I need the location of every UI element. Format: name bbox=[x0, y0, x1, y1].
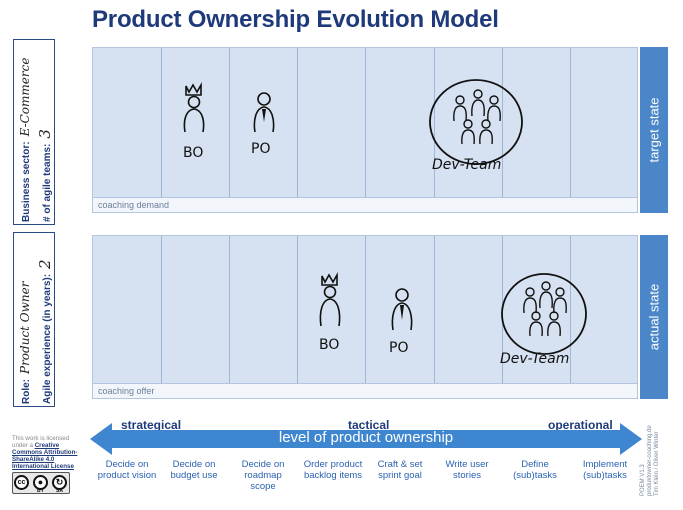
experience-value: 2 bbox=[36, 259, 54, 269]
business-sector-label: Business sector: bbox=[21, 141, 32, 222]
step-backlog-items: Order product backlog items bbox=[303, 459, 363, 481]
po-label-actual: PO bbox=[389, 340, 408, 356]
license-text: This work is licensed under a Creative C… bbox=[12, 435, 86, 470]
experience-line: Agile experience (in years): 2 bbox=[36, 259, 54, 404]
version-credit: POEM V1.3 produktowner-coaching.de Tim K… bbox=[640, 425, 661, 496]
coaching-demand-footer: coaching demand bbox=[92, 197, 638, 213]
dev-team-circle-actual: Dev-Team bbox=[500, 273, 587, 367]
context-box: Business sector: E-Commerce # of agile te… bbox=[13, 39, 55, 225]
po-figure-target: PO bbox=[251, 92, 275, 157]
license-prefix: This work is licensed under a bbox=[12, 435, 70, 449]
ownership-arrow bbox=[90, 423, 642, 455]
po-label-target: PO bbox=[251, 141, 270, 157]
actual-state-label: actual state bbox=[646, 283, 662, 351]
po-figure-actual: PO bbox=[389, 288, 413, 356]
agile-teams-line: # of agile teams: 3 bbox=[36, 129, 54, 222]
tactical-label: tactical bbox=[348, 418, 390, 432]
cc-icon: cc bbox=[14, 475, 29, 490]
bo-crown-figure-target: BO bbox=[183, 81, 205, 161]
credit-site: produktowner-coaching.de bbox=[647, 425, 653, 496]
credit-authors: Tim Klein / Oliver Winter bbox=[654, 431, 660, 496]
sa-icon: ↻ bbox=[52, 475, 67, 490]
step-budget-use: Decide on budget use bbox=[170, 459, 218, 481]
by-icon: ● bbox=[33, 475, 48, 490]
actual-state-bar: actual state bbox=[640, 235, 668, 399]
target-state-label: target state bbox=[646, 97, 662, 163]
coaching-offer-footer: coaching offer bbox=[92, 383, 638, 399]
step-sprint-goal: Craft & set sprint goal bbox=[377, 459, 423, 481]
strategical-label: strategical bbox=[121, 418, 182, 432]
bo-label-target: BO bbox=[183, 145, 203, 161]
step-product-vision: Decide on product vision bbox=[97, 459, 157, 481]
agile-teams-value: 3 bbox=[36, 129, 54, 139]
dev-team-circle-target: Dev-Team bbox=[429, 79, 523, 173]
agile-teams-label: # of agile teams: bbox=[42, 143, 53, 222]
cc-license-badge[interactable]: cc ● ↻ BY SA bbox=[12, 472, 70, 494]
version-label: POEM V1.3 bbox=[640, 464, 646, 496]
experience-label: Agile experience (in years): bbox=[42, 273, 53, 404]
dev-team-label-actual: Dev-Team bbox=[500, 351, 569, 367]
bo-label-actual: BO bbox=[319, 337, 339, 353]
by-text: BY bbox=[37, 488, 44, 494]
bo-crown-figure-actual: BO bbox=[319, 271, 341, 353]
business-sector-line: Business sector: E-Commerce bbox=[18, 58, 32, 222]
license-link[interactable]: Creative Commons Attribution-ShareAlike … bbox=[12, 442, 78, 470]
dev-team-label-target: Dev-Team bbox=[432, 157, 501, 173]
step-implement-tasks: Implement (sub)tasks bbox=[582, 459, 628, 481]
business-sector-value: E-Commerce bbox=[18, 57, 32, 137]
step-roadmap-scope: Decide on roadmap scope bbox=[241, 459, 285, 492]
role-value: Product Owner bbox=[18, 281, 32, 374]
sa-text: SA bbox=[56, 488, 63, 494]
person-box: Role: Product Owner Agile experience (in … bbox=[13, 232, 55, 407]
actual-state-panel bbox=[92, 235, 638, 384]
role-label: Role: bbox=[21, 379, 32, 404]
operational-label: operational bbox=[548, 418, 613, 432]
page-title: Product Ownership Evolution Model bbox=[92, 6, 499, 33]
ownership-arrow-label: level of product ownership bbox=[278, 429, 454, 446]
step-user-stories: Write user stories bbox=[445, 459, 489, 481]
target-state-panel bbox=[92, 47, 638, 198]
step-define-tasks: Define (sub)tasks bbox=[513, 459, 557, 481]
role-line: Role: Product Owner bbox=[18, 282, 32, 404]
target-state-bar: target state bbox=[640, 47, 668, 213]
